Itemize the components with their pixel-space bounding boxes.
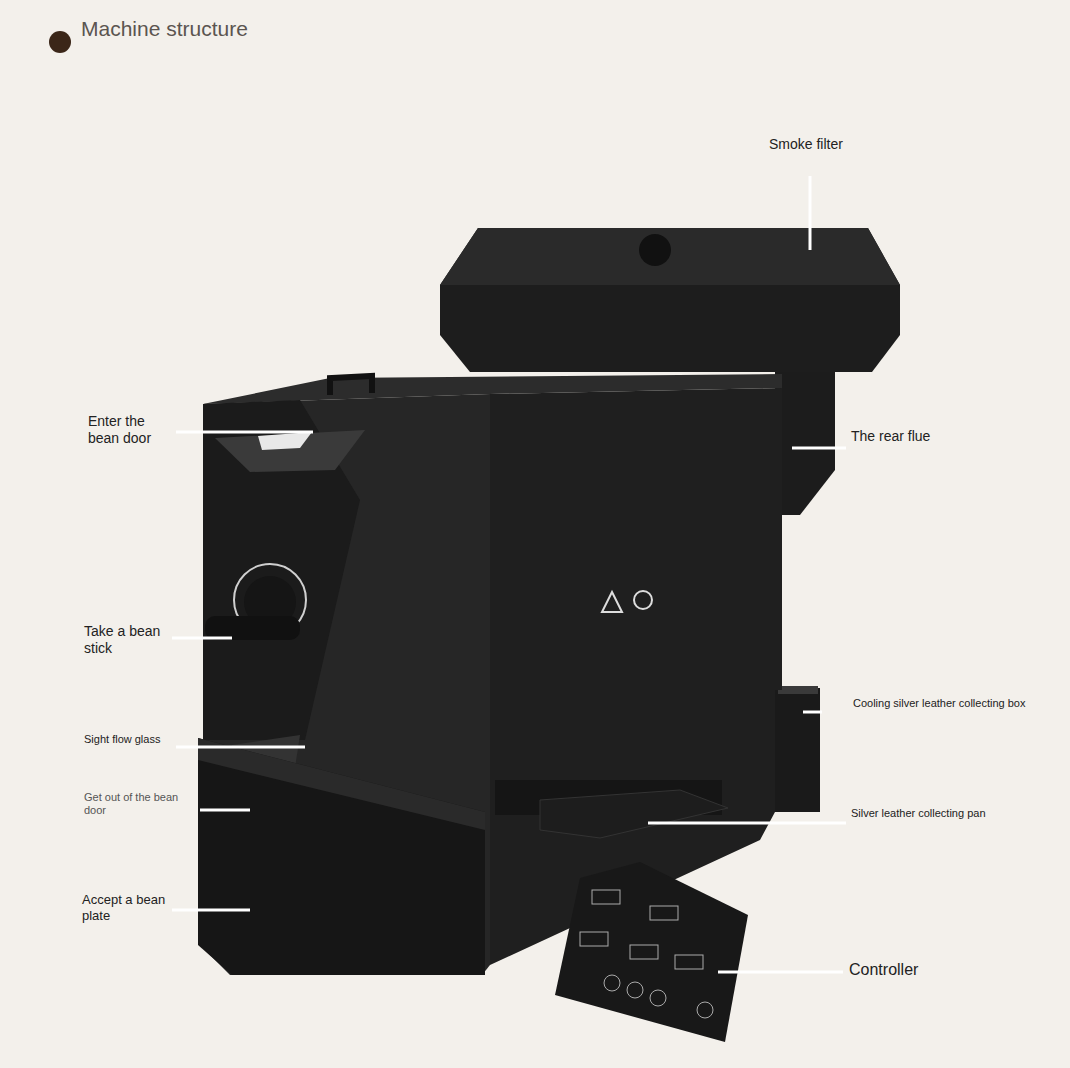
controller-button (697, 1002, 713, 1018)
page-title: Machine structure (81, 17, 248, 41)
bean-stick (205, 616, 300, 640)
part-label: Get out of the bean door (84, 791, 179, 817)
leader-line (200, 809, 250, 812)
controller (555, 862, 748, 1042)
part-label: Accept a bean plate (82, 892, 180, 923)
smoke-filter-top (440, 228, 900, 285)
part-label: Cooling silver leather collecting box (853, 697, 1025, 710)
controller-display (580, 932, 608, 946)
controller-button (627, 982, 643, 998)
controller-display (675, 955, 703, 969)
part-label: Silver leather collecting pan (851, 807, 986, 820)
part-label: Enter the bean door (88, 413, 174, 447)
leader-line (176, 431, 313, 434)
leader-line (809, 176, 812, 250)
part-label: Take a bean stick (84, 623, 174, 657)
warning-icon (634, 591, 652, 609)
cooling-grille (778, 686, 818, 694)
leader-line (172, 637, 232, 640)
part-label: Smoke filter (769, 136, 843, 153)
title-dot (49, 31, 71, 53)
leader-line (803, 711, 822, 714)
controller-display (592, 890, 620, 904)
body-top (203, 374, 782, 404)
warning-icon (602, 592, 622, 612)
part-label: The rear flue (851, 428, 930, 445)
bean-plate-rim (198, 738, 485, 830)
leader-line (176, 746, 305, 749)
rear-flue (775, 372, 835, 515)
bean-plate (198, 738, 485, 975)
leader-line (172, 909, 250, 912)
controller-button (650, 990, 666, 1006)
leader-line (718, 971, 843, 974)
controller-display (630, 945, 658, 959)
pan-handle (540, 790, 728, 838)
controller-button (604, 975, 620, 991)
top-handle (330, 376, 372, 395)
leader-line (792, 447, 846, 450)
leader-lines (172, 176, 846, 972)
hopper-door (258, 432, 312, 450)
hopper (215, 430, 365, 472)
part-label: Sight flow glass (84, 733, 160, 746)
leader-line (648, 822, 846, 825)
cooling-box (775, 688, 820, 812)
part-label: Controller (849, 960, 918, 979)
controller-display (650, 906, 678, 920)
smoke-filter (440, 228, 900, 372)
filter-vent (639, 234, 671, 266)
